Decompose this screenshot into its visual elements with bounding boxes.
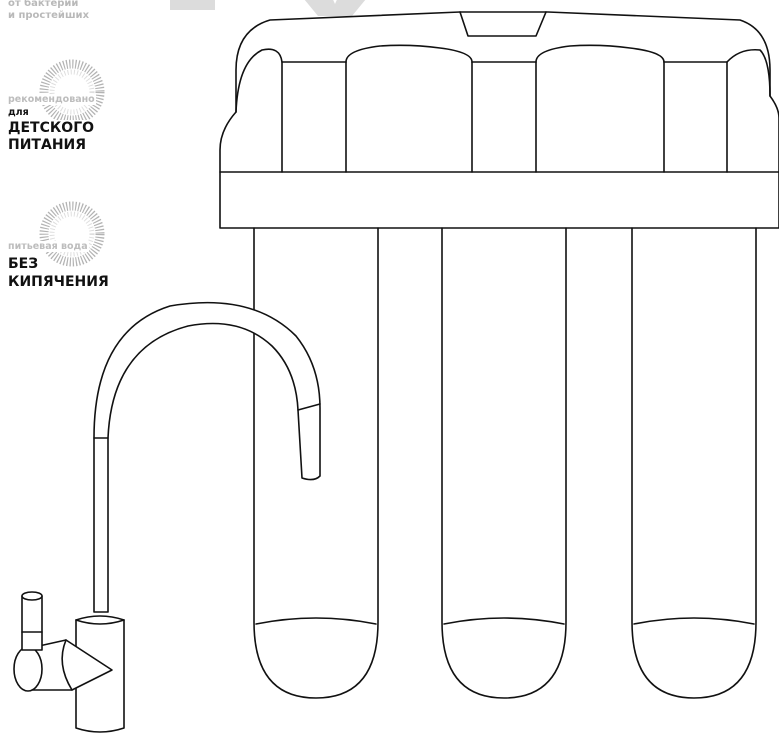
faucet-body	[13, 591, 125, 733]
boil-badge-caption: питьевая вода	[8, 241, 89, 252]
faucet-spout	[93, 301, 321, 613]
watermark-logo-icon	[170, 0, 366, 16]
boil-badge-line-2: КИПЯЧЕНИЯ	[8, 274, 109, 290]
filter-cartridge-2	[441, 227, 567, 699]
baby-badge-line-1: ДЕТСКОГО	[8, 120, 95, 136]
bacteria-badge-text: от бактерий и простейших	[8, 0, 89, 22]
filter-cartridge-3	[631, 227, 757, 699]
filter-housing-top	[219, 11, 779, 173]
bacteria-line-1: от бактерий	[8, 0, 79, 9]
bacteria-line-2: и простейших	[8, 10, 90, 21]
filter-cartridge-1	[253, 227, 379, 699]
dotted-ring-icon	[39, 201, 105, 267]
boil-badge-line-1: БЕЗ	[8, 256, 39, 272]
baby-badge-caption: рекомендовано	[8, 94, 96, 105]
baby-badge-line-2: ПИТАНИЯ	[8, 137, 87, 153]
baby-badge-small: для	[8, 107, 29, 118]
filter-housing-base	[219, 171, 779, 229]
dotted-ring-icon	[39, 59, 105, 125]
